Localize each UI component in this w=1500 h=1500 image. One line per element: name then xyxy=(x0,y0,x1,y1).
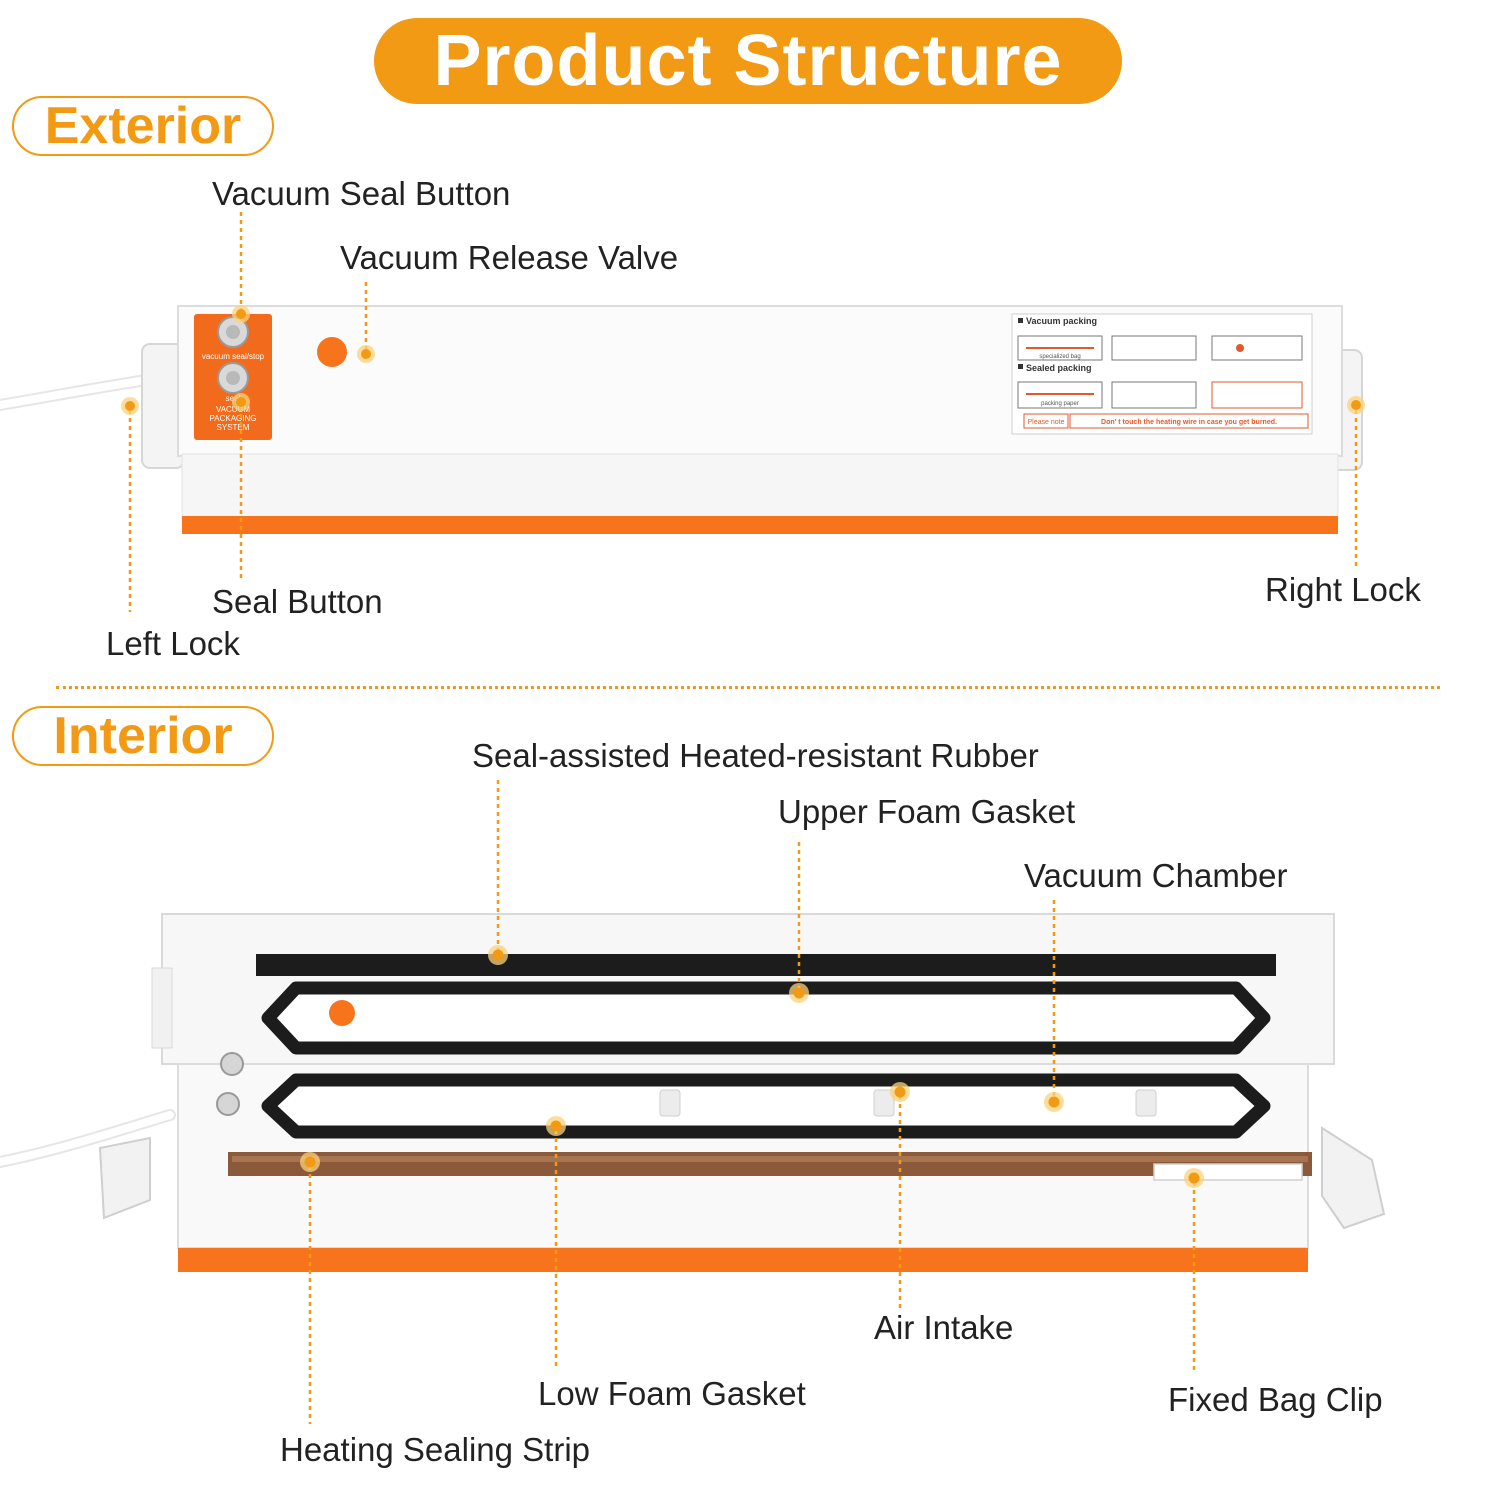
instruction-note-text: Don' t touch the heating wire in case yo… xyxy=(1101,419,1277,426)
label-seal-button: Seal Button xyxy=(212,583,383,620)
instruction-heading-sealed: Sealed packing xyxy=(1026,363,1092,373)
instruction-bag-label: specialized bag xyxy=(1039,354,1080,360)
page-title: Product Structure xyxy=(374,18,1122,104)
interior-release-valve xyxy=(329,1000,355,1026)
section-interior-heading: Interior xyxy=(12,706,274,766)
fixed-bag-clip-part xyxy=(1153,1163,1303,1181)
heating-sealing-strip-part xyxy=(228,1152,1312,1176)
panel-text-line2: PACKAGING xyxy=(210,414,257,423)
panel-text-line1: VACUUM xyxy=(216,405,250,414)
label-right-lock: Right Lock xyxy=(1265,571,1421,608)
instruction-note-label: Please note xyxy=(1028,419,1065,426)
label-left-lock: Left Lock xyxy=(106,625,240,662)
exterior-device: vacuum seal/stop seal VACUUM PACKAGING S… xyxy=(0,305,1363,534)
instruction-heading-vacuum: Vacuum packing xyxy=(1026,316,1097,326)
label-heating-sealing-strip: Heating Sealing Strip xyxy=(280,1431,591,1468)
heated-resistant-rubber-part xyxy=(256,954,1276,976)
interior-left-lock xyxy=(98,1136,151,1220)
label-fixed-bag-clip: Fixed Bag Clip xyxy=(1168,1381,1383,1418)
interior-device xyxy=(0,913,1386,1272)
exterior-leaders xyxy=(121,212,1365,612)
label-heated-resistant-rubber: Seal-assisted Heated-resistant Rubber xyxy=(472,737,1039,774)
label-air-intake: Air Intake xyxy=(874,1309,1014,1346)
label-upper-foam-gasket: Upper Foam Gasket xyxy=(778,793,1076,830)
label-vacuum-seal-button: Vacuum Seal Button xyxy=(212,175,511,212)
instruction-paper-label: packing paper xyxy=(1041,401,1079,407)
label-low-foam-gasket: Low Foam Gasket xyxy=(538,1375,806,1412)
label-vacuum-chamber: Vacuum Chamber xyxy=(1024,857,1288,894)
label-vacuum-release-valve: Vacuum Release Valve xyxy=(340,239,679,276)
low-foam-gasket-part xyxy=(261,1073,1271,1139)
interior-orange-base xyxy=(178,1248,1308,1272)
upper-foam-gasket-part xyxy=(261,981,1271,1055)
instruction-card: Vacuum packing specialized bag Sealed pa… xyxy=(1011,313,1313,435)
release-valve-part xyxy=(317,337,347,367)
interior-right-lock xyxy=(1321,1126,1386,1230)
section-exterior-heading: Exterior xyxy=(12,96,274,156)
panel-text-vacuum-seal-stop: vacuum seal/stop xyxy=(202,352,265,361)
interior-leaders xyxy=(300,780,1204,1424)
panel-text-line3: SYSTEM xyxy=(217,423,250,432)
section-divider xyxy=(56,686,1440,689)
orange-base-strip xyxy=(182,516,1338,534)
